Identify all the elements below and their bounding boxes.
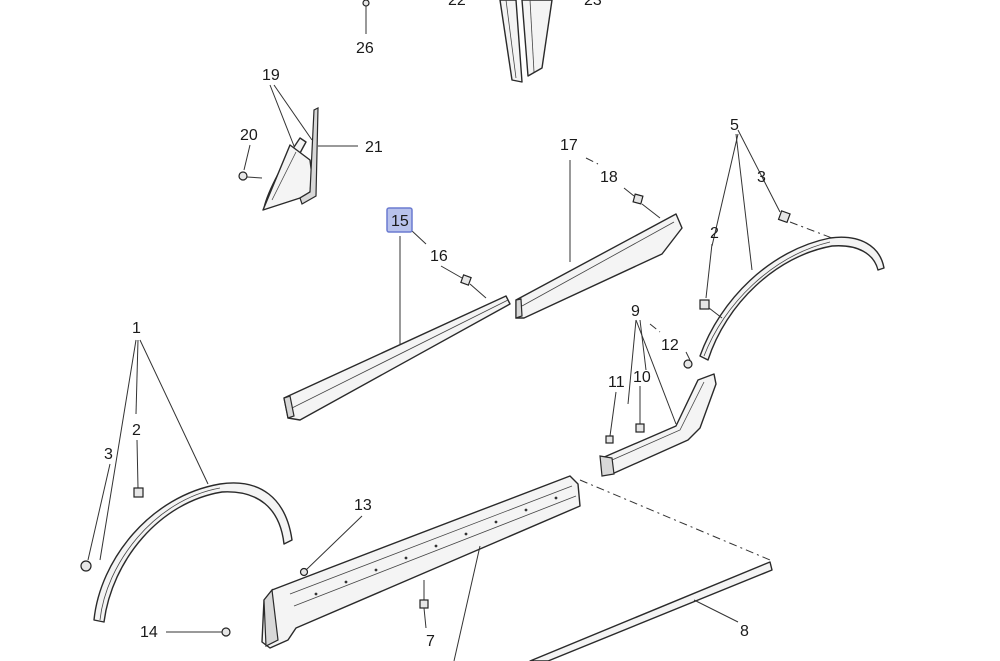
callout-3-rear: 3 bbox=[757, 169, 766, 186]
part-9-rocker-extension bbox=[599, 319, 717, 477]
part-16-clip bbox=[440, 265, 487, 299]
part-22-23-pillar-trim bbox=[499, 0, 553, 83]
callout-12: 12 bbox=[661, 337, 679, 354]
callout-2-rear: 2 bbox=[710, 225, 719, 242]
callout-22: 22 bbox=[448, 0, 466, 9]
callout-1: 1 bbox=[132, 320, 141, 337]
callout-7: 7 bbox=[426, 633, 435, 650]
callout-5: 5 bbox=[730, 117, 739, 134]
part-15-front-door-molding bbox=[283, 229, 511, 421]
rocker-rivets bbox=[314, 496, 558, 596]
part-1-front-wheel-flare bbox=[80, 339, 293, 623]
callout-19: 19 bbox=[262, 67, 280, 84]
callout-10: 10 bbox=[633, 369, 651, 386]
callout-13: 13 bbox=[354, 497, 372, 514]
callout-17: 17 bbox=[560, 137, 578, 154]
part-7-rocker-panel bbox=[166, 475, 581, 661]
callout-3-front: 3 bbox=[104, 446, 113, 463]
callout-26: 26 bbox=[356, 40, 374, 57]
callout-18: 18 bbox=[600, 169, 618, 186]
part-26-clip bbox=[362, 0, 370, 34]
part-8-sill-plate bbox=[529, 479, 773, 661]
callout-21: 21 bbox=[365, 139, 383, 156]
callout-11: 11 bbox=[608, 374, 625, 391]
callout-20: 20 bbox=[240, 127, 258, 144]
part-19-21-mirror-patch bbox=[238, 84, 358, 211]
callout-9: 9 bbox=[631, 303, 640, 320]
part-5-rear-wheel-flare bbox=[699, 129, 885, 361]
callout-16: 16 bbox=[430, 248, 448, 265]
callout-2-front: 2 bbox=[132, 422, 141, 439]
callout-14: 14 bbox=[140, 624, 158, 641]
callout-15: 15 bbox=[391, 213, 409, 230]
callout-23: 23 bbox=[584, 0, 602, 9]
callout-labels: 26 22 23 19 20 21 17 18 15 16 5 3 2 9 12… bbox=[104, 0, 766, 650]
part-17-rear-door-molding bbox=[515, 157, 683, 319]
callout-15-highlight bbox=[386, 207, 413, 233]
callout-8: 8 bbox=[740, 623, 749, 640]
part-18-clip bbox=[623, 187, 661, 219]
